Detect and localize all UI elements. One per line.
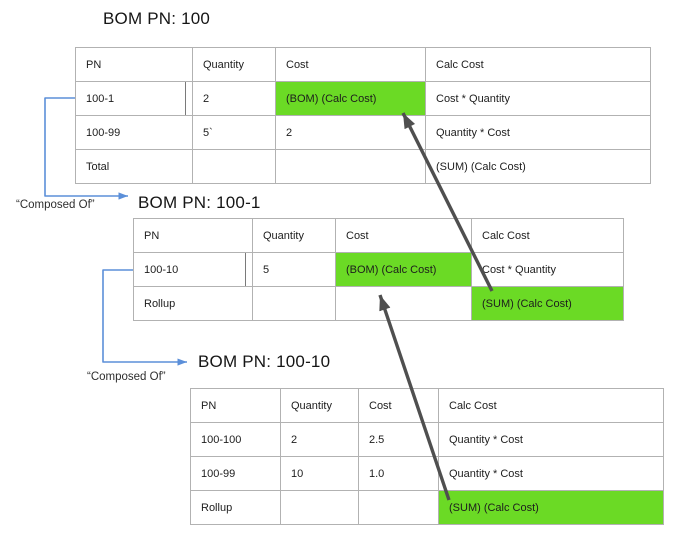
table-title-bom-100: BOM PN: 100 (103, 9, 211, 28)
table-cell: 100-99 (190, 456, 281, 491)
table-cell: (SUM) (Calc Cost) (425, 149, 651, 184)
header-cell-calc-cost: Calc Cost (438, 388, 664, 423)
composed-of-label: “Composed Of” (87, 371, 166, 383)
table-cell: Quantity * Cost (438, 456, 664, 491)
table-cell (358, 490, 439, 525)
table-cell (280, 490, 359, 525)
table-header-row: PN Quantity Cost Calc Cost (133, 218, 624, 253)
table-title-bom-100-10: BOM PN: 100-10 (198, 352, 331, 371)
table-cell (252, 286, 336, 321)
table-cell: 1.0 (358, 456, 439, 491)
table-cell: 100-99 (75, 115, 193, 150)
table-cell: Cost * Quantity (471, 252, 624, 287)
table-cell: 10 (280, 456, 359, 491)
header-cell-cost: Cost (275, 47, 426, 82)
pn-box-cell: 100-1 (75, 81, 193, 116)
highlight-cell: (SUM) (Calc Cost) (438, 490, 664, 525)
table-cell: 2 (280, 422, 359, 457)
highlight-cell: (BOM) (Calc Cost) (275, 81, 426, 116)
pn-box-cell: 100-10 (133, 252, 253, 287)
highlight-cell: (SUM) (Calc Cost) (471, 286, 624, 321)
composed-of-label: “Composed Of” (16, 199, 95, 211)
header-cell-cost: Cost (335, 218, 472, 253)
table-cell: Quantity * Cost (438, 422, 664, 457)
table-cell: 5` (192, 115, 276, 150)
table-row: Rollup (SUM) (Calc Cost) (190, 490, 664, 525)
bom-table-100-1: PN Quantity Cost Calc Cost 100-10 5 (BOM… (133, 218, 624, 321)
table-title-bom-100-1: BOM PN: 100-1 (138, 193, 261, 212)
table-cell: Rollup (133, 286, 253, 321)
table-row: 100-99 5` 2 Quantity * Cost (75, 115, 651, 150)
table-cell (192, 149, 276, 184)
header-cell-quantity: Quantity (280, 388, 359, 423)
table-cell: 2.5 (358, 422, 439, 457)
highlight-cell: (BOM) (Calc Cost) (335, 252, 472, 287)
header-cell-pn: PN (133, 218, 253, 253)
header-cell-pn: PN (190, 388, 281, 423)
header-cell-pn: PN (75, 47, 193, 82)
table-cell: Quantity * Cost (425, 115, 651, 150)
header-cell-cost: Cost (358, 388, 439, 423)
header-cell-calc-cost: Calc Cost (471, 218, 624, 253)
table-row: 100-1 2 (BOM) (Calc Cost) Cost * Quantit… (75, 81, 651, 116)
table-cell: Rollup (190, 490, 281, 525)
table-cell: 100-100 (190, 422, 281, 457)
table-row: 100-100 2 2.5 Quantity * Cost (190, 422, 664, 457)
table-cell: 2 (275, 115, 426, 150)
table-cell: Total (75, 149, 193, 184)
bom-table-100-10: PN Quantity Cost Calc Cost 100-100 2 2.5… (190, 388, 664, 525)
table-row: 100-99 10 1.0 Quantity * Cost (190, 456, 664, 491)
header-cell-quantity: Quantity (252, 218, 336, 253)
table-header-row: PN Quantity Cost Calc Cost (190, 388, 664, 423)
header-cell-quantity: Quantity (192, 47, 276, 82)
table-header-row: PN Quantity Cost Calc Cost (75, 47, 651, 82)
table-row: 100-10 5 (BOM) (Calc Cost) Cost * Quanti… (133, 252, 624, 287)
table-cell: 2 (192, 81, 276, 116)
table-cell: Cost * Quantity (425, 81, 651, 116)
header-cell-calc-cost: Calc Cost (425, 47, 651, 82)
table-cell (275, 149, 426, 184)
table-cell: 5 (252, 252, 336, 287)
table-row: Total (SUM) (Calc Cost) (75, 149, 651, 184)
table-cell (335, 286, 472, 321)
table-row: Rollup (SUM) (Calc Cost) (133, 286, 624, 321)
bom-table-100: PN Quantity Cost Calc Cost 100-1 2 (BOM)… (75, 47, 651, 184)
